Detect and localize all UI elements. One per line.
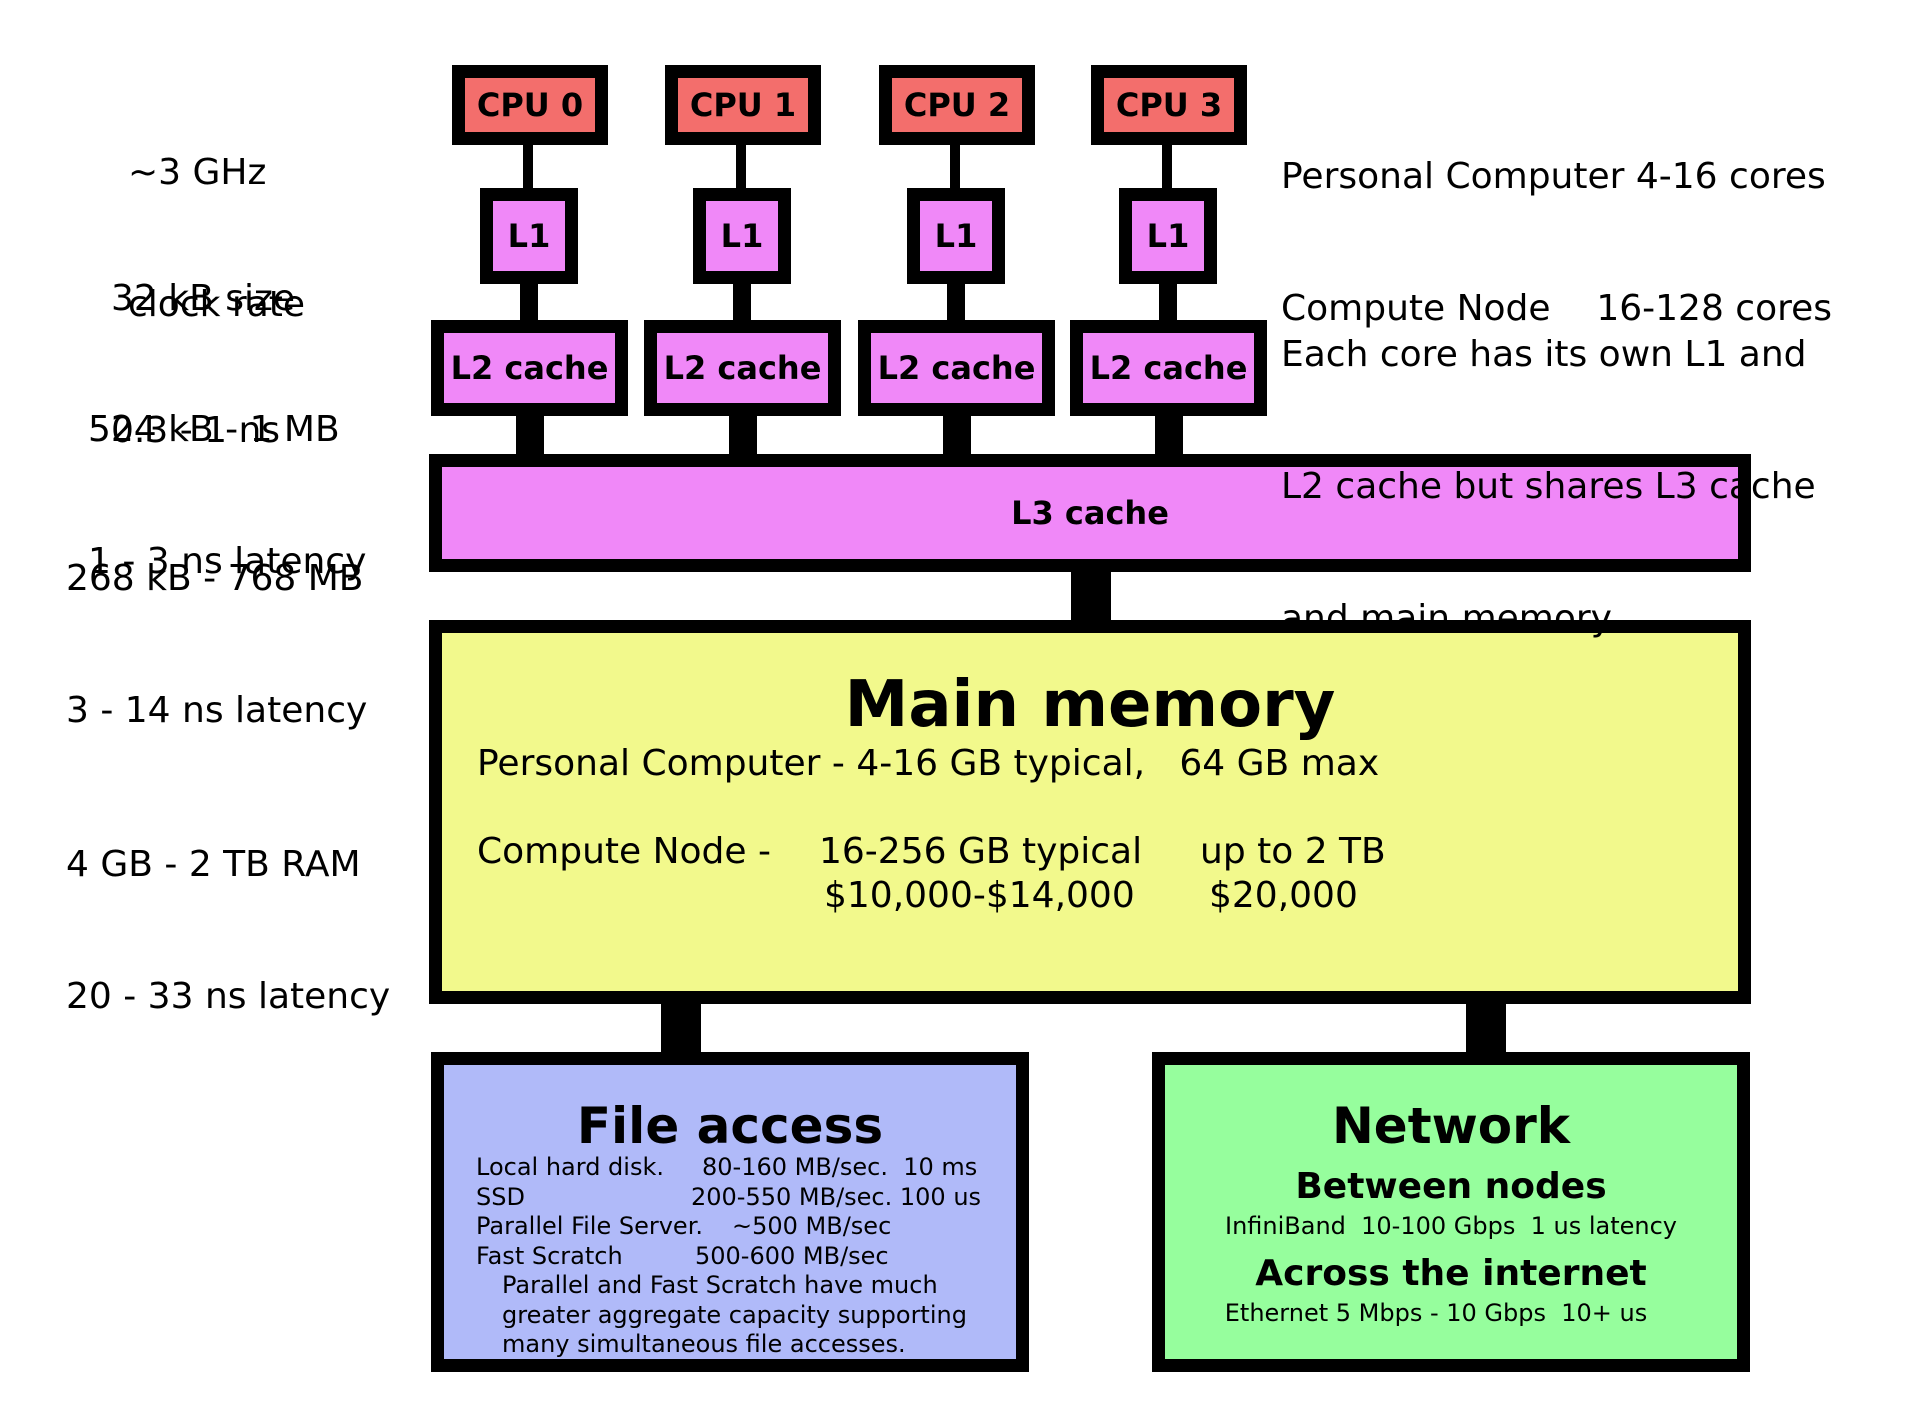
- cache-sharing-note: Each core has its own L1 and L2 cache bu…: [1281, 245, 1816, 685]
- file-row-name: SSD: [476, 1182, 525, 1211]
- cpu3-l1-wire: [1162, 143, 1172, 193]
- core-count-note: Personal Computer 4-16 cores Compute Nod…: [1281, 67, 1832, 375]
- l2-annotation-line1: 524 kB - 1 MB: [88, 409, 340, 450]
- l3-cache-label: L3 cache: [1011, 494, 1169, 532]
- cpu-2: CPU 2: [879, 65, 1035, 145]
- file-row: Local hard disk. 80-160 MB/sec. 10 ms: [476, 1153, 996, 1183]
- main-memory-node-label: Compute Node -: [477, 831, 771, 872]
- l1-2-l2-wire: [947, 282, 965, 324]
- l1-annotation-line1: 32 kB size: [111, 278, 296, 319]
- l1-1-l2-wire: [733, 282, 751, 324]
- cpu2-l1-wire: [950, 143, 960, 193]
- cache-sharing-line2: L2 cache but shares L3 cache: [1281, 466, 1816, 507]
- main-memory-title: Main memory: [844, 668, 1336, 742]
- core-count-line2: Compute Node 16-128 cores: [1281, 288, 1833, 329]
- network-between-detail: InfiniBand 10-100 Gbps 1 us latency: [1224, 1212, 1678, 1240]
- file-row-value: ~500 MB/sec: [732, 1212, 892, 1240]
- l1-cache-2: L1: [907, 188, 1005, 284]
- memory-annotation-line1: 4 GB - 2 TB RAM: [66, 844, 361, 885]
- file-row-name: Fast Scratch: [476, 1241, 623, 1270]
- cache-sharing-line1: Each core has its own L1 and: [1281, 334, 1807, 375]
- cpu0-l1-wire: [523, 143, 533, 193]
- file-row-name: Parallel File Server.: [476, 1212, 703, 1240]
- memory-network-wire: [1466, 995, 1506, 1055]
- l2-cache-3-label: L2 cache: [1089, 349, 1248, 387]
- l1-3-l2-wire: [1159, 282, 1177, 324]
- l2-annotation-line2: 1 - 3 ns latency: [88, 541, 367, 582]
- l3-annotation-line2: 3 - 14 ns latency: [66, 690, 368, 731]
- l1-cache-3-label: L1: [1146, 217, 1190, 255]
- main-memory-price-typical: $10,000-$14,000: [824, 875, 1135, 916]
- cpu-annotation: ~3 GHz clock rate: [128, 63, 305, 371]
- file-row-value: 80-160 MB/sec. 10 ms: [702, 1153, 978, 1181]
- l2-cache-2-label: L2 cache: [877, 349, 1036, 387]
- l3-annotation: 268 kB - 768 MB 3 - 14 ns latency: [66, 469, 367, 777]
- main-memory-price-max: $20,000: [1209, 875, 1358, 916]
- network-internet-title: Across the internet: [1255, 1253, 1647, 1294]
- file-note-line: Parallel and Fast Scratch have much: [502, 1271, 938, 1299]
- cpu-annotation-line2: clock rate: [128, 284, 306, 325]
- cache-sharing-line3: and main memory.: [1281, 598, 1619, 639]
- l2-2-l3-wire: [943, 410, 971, 460]
- l1-cache-1-label: L1: [720, 217, 764, 255]
- file-access-box: File access Local hard disk. 80-160 MB/s…: [431, 1052, 1029, 1372]
- file-row-value: 200-550 MB/sec. 100 us: [691, 1182, 982, 1211]
- cpu-3-label: CPU 3: [1115, 86, 1223, 124]
- l2-cache-2: L2 cache: [858, 320, 1055, 416]
- main-memory-node-max: up to 2 TB: [1200, 831, 1386, 872]
- cpu-0-label: CPU 0: [476, 86, 584, 124]
- l1-cache-3: L1: [1119, 188, 1217, 284]
- cpu-annotation-line1: ~3 GHz: [128, 152, 267, 193]
- l1-annotation-line2: 0.3 - 1 ns: [111, 410, 281, 451]
- l2-cache-1-label: L2 cache: [663, 349, 822, 387]
- l2-1-l3-wire: [729, 410, 757, 460]
- file-access-title: File access: [576, 1097, 884, 1155]
- l2-cache-1: L2 cache: [644, 320, 841, 416]
- file-access-rows: Local hard disk. 80-160 MB/sec. 10 ms SS…: [476, 1153, 996, 1360]
- main-memory: Main memory Personal Computer - 4-16 GB …: [429, 620, 1751, 1004]
- l1-cache-0: L1: [480, 188, 578, 284]
- cpu-3: CPU 3: [1091, 65, 1247, 145]
- cpu-1-label: CPU 1: [689, 86, 797, 124]
- l2-cache-0-label: L2 cache: [450, 349, 609, 387]
- l1-annotation: 32 kB size 0.3 - 1 ns: [111, 189, 295, 497]
- core-count-line1: Personal Computer 4-16 cores: [1281, 156, 1826, 197]
- network-title: Network: [1331, 1097, 1571, 1155]
- l2-0-l3-wire: [516, 410, 544, 460]
- main-memory-pc-line: Personal Computer - 4-16 GB typical, 64 …: [477, 743, 1380, 784]
- cpu1-l1-wire: [736, 143, 746, 193]
- network-between-title: Between nodes: [1295, 1166, 1607, 1207]
- l3-memory-wire: [1071, 565, 1111, 625]
- l1-0-l2-wire: [520, 282, 538, 324]
- l2-3-l3-wire: [1155, 410, 1183, 460]
- cpu-2-label: CPU 2: [903, 86, 1011, 124]
- memory-annotation: 4 GB - 2 TB RAM 20 - 33 ns latency: [66, 755, 390, 1063]
- l3-cache: L3 cache: [429, 454, 1751, 572]
- l2-annotation: 524 kB - 1 MB 1 - 3 ns latency: [88, 320, 366, 628]
- file-row-value: 500-600 MB/sec: [695, 1241, 889, 1270]
- cpu-0: CPU 0: [452, 65, 608, 145]
- l1-cache-0-label: L1: [507, 217, 551, 255]
- file-note-line: many simultaneous file accesses.: [502, 1330, 906, 1358]
- l1-cache-1: L1: [693, 188, 791, 284]
- l1-cache-2-label: L1: [934, 217, 978, 255]
- l2-cache-3: L2 cache: [1070, 320, 1267, 416]
- l2-cache-0: L2 cache: [431, 320, 628, 416]
- main-memory-node-typical: 16-256 GB typical: [819, 831, 1143, 872]
- file-row: SSD 200-550 MB/sec. 100 us: [476, 1183, 996, 1213]
- memory-annotation-line2: 20 - 33 ns latency: [66, 976, 391, 1017]
- file-note-line: greater aggregate capacity supporting: [502, 1300, 967, 1329]
- file-row-name: Local hard disk.: [476, 1153, 664, 1181]
- network-internet-detail: Ethernet 5 Mbps - 10 Gbps 10+ us: [1224, 1299, 1648, 1327]
- cpu-1: CPU 1: [665, 65, 821, 145]
- memory-file-wire: [661, 995, 701, 1055]
- file-row: Parallel File Server. ~500 MB/sec: [476, 1212, 996, 1242]
- file-row: Fast Scratch 500-600 MB/sec: [476, 1242, 996, 1272]
- network-box: Network Between nodes InfiniBand 10-100 …: [1152, 1052, 1750, 1372]
- l3-annotation-line1: 268 kB - 768 MB: [66, 558, 364, 599]
